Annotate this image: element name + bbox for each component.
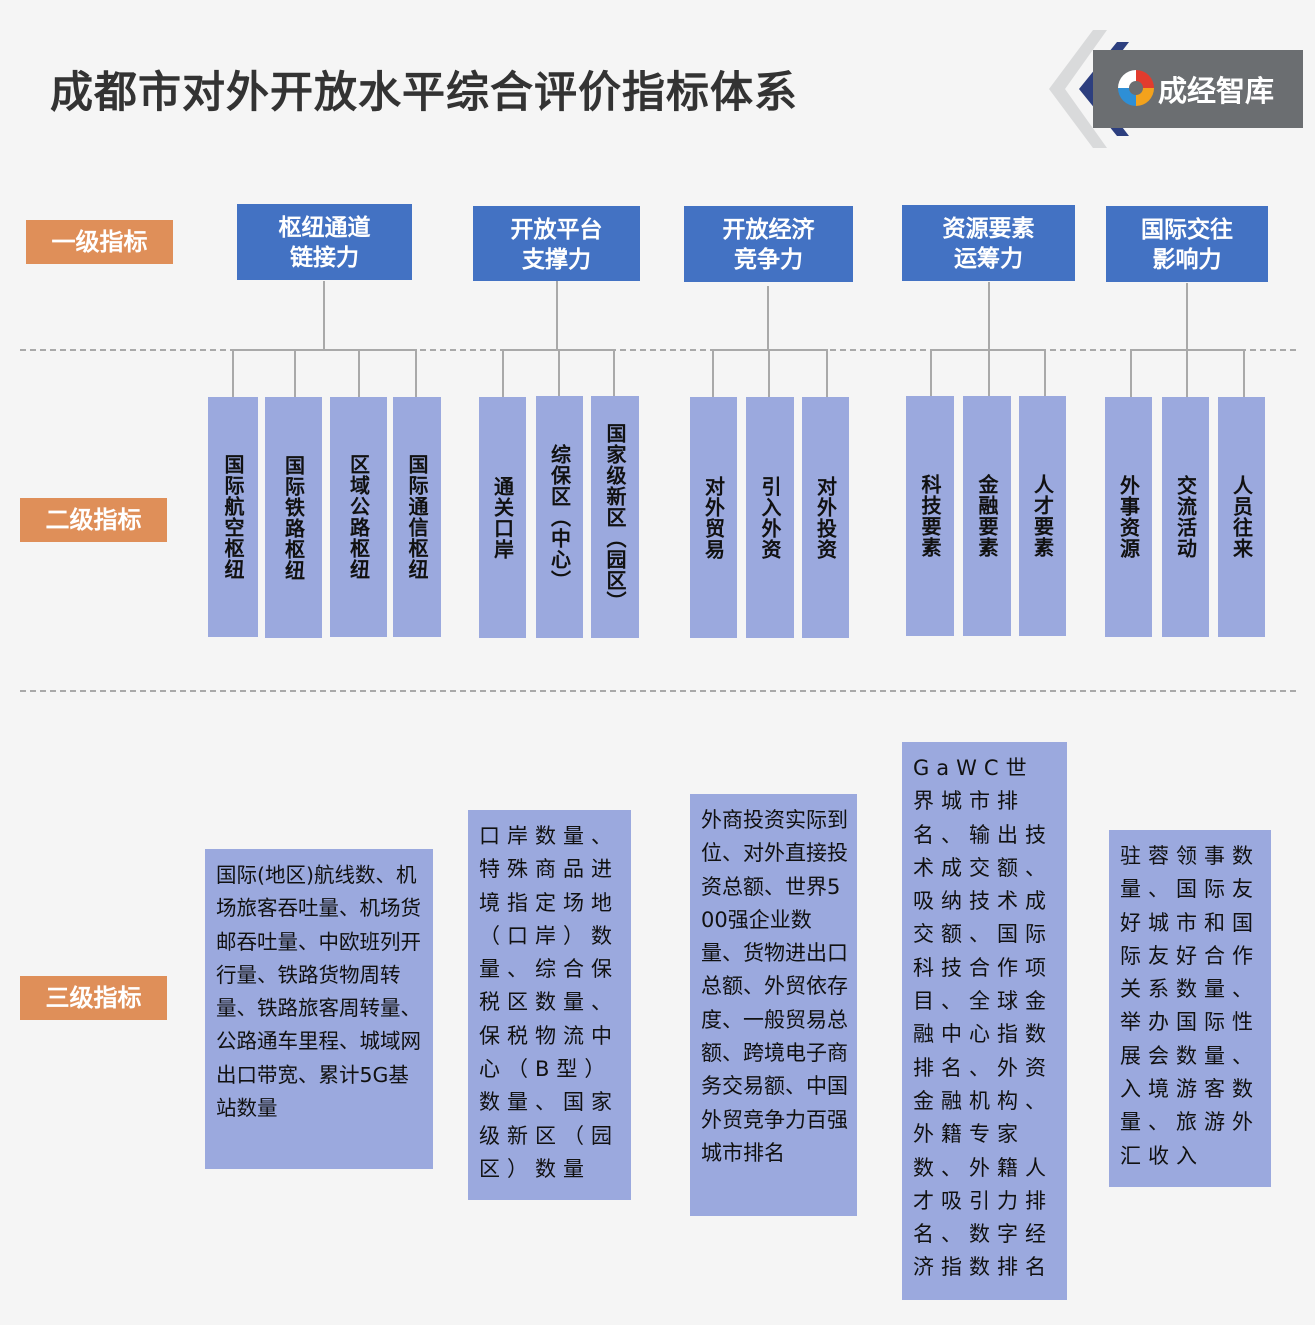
level2-label: 交流活动 — [1173, 475, 1198, 559]
level1-line1: 开放经济 — [722, 217, 815, 243]
level2-label: 国际航空枢纽 — [221, 454, 245, 580]
level2-label: 人员往来 — [1229, 475, 1254, 559]
level3-box-platform-support: 口岸数量、特殊商品进境指定场地（口岸）数量、综合保税区数量、保税物流中心（B型）… — [468, 810, 631, 1200]
logo-text: 成经智库 — [1158, 74, 1275, 108]
level1-box-resource-coordination: 资源要素 运筹力 — [902, 205, 1075, 281]
level1-line1: 枢纽通道 — [278, 215, 371, 241]
level2-box: 人员往来 — [1218, 397, 1265, 637]
level2-box: 对外投资 — [802, 397, 849, 638]
connector-line — [767, 286, 769, 350]
level2-box: 国家级新区（园区） — [591, 396, 639, 638]
level1-box-platform-support: 开放平台 支撑力 — [473, 206, 640, 281]
connector-line — [988, 282, 990, 350]
level2-label: 人才要素 — [1030, 474, 1055, 558]
level2-box: 通关口岸 — [479, 397, 526, 638]
level2-label: 国际通信枢纽 — [405, 454, 429, 580]
level-label-1: 一级指标 — [26, 220, 173, 264]
connector-line — [232, 349, 234, 397]
connector-line — [558, 349, 560, 397]
level2-box: 对外贸易 — [690, 397, 737, 638]
level1-line2: 支撑力 — [522, 246, 591, 273]
connector-line — [988, 349, 990, 397]
level1-line2: 竞争力 — [734, 247, 803, 273]
page-title: 成都市对外开放水平综合评价指标体系 — [50, 68, 798, 118]
logo-mark-icon — [1118, 70, 1154, 106]
level3-box-resource-coordination: GaWC世界城市排名、输出技术成交额、吸纳技术成交额、国际科技合作项目、全球金融… — [902, 742, 1067, 1300]
level2-label: 对外投资 — [813, 475, 838, 560]
level1-line1: 资源要素 — [942, 216, 1035, 242]
level1-line2: 影响力 — [1152, 247, 1222, 273]
level2-box: 人才要素 — [1019, 396, 1066, 636]
level1-box-economic-competitiveness: 开放经济 竞争力 — [684, 206, 853, 282]
level-label-3: 三级指标 — [20, 976, 167, 1020]
level2-label: 科技要素 — [918, 474, 942, 558]
level2-label: 国际铁路枢纽 — [281, 454, 306, 581]
connector-line — [712, 349, 828, 351]
level2-label: 国家级新区（园区） — [603, 422, 627, 612]
connector-line — [1243, 349, 1245, 397]
level1-line1: 开放平台 — [510, 216, 603, 243]
connector-line — [712, 349, 714, 397]
level2-label: 区域公路枢纽 — [346, 454, 371, 580]
level2-label: 对外贸易 — [701, 475, 726, 560]
level1-line2: 运筹力 — [954, 246, 1023, 272]
level2-label: 外事资源 — [1116, 475, 1141, 559]
connector-line — [415, 349, 417, 397]
separator-line-1 — [20, 349, 1296, 351]
level2-label: 金融要素 — [975, 474, 999, 558]
connector-line — [556, 281, 558, 350]
level3-box-hub-connectivity: 国际(地区)航线数、机场旅客吞吐量、机场货邮吞吐量、中欧班列开行量、铁路货物周转… — [205, 849, 433, 1169]
connector-line — [1130, 349, 1132, 397]
separator-line-2 — [20, 690, 1296, 692]
level1-box-international-influence: 国际交往 影响力 — [1106, 206, 1268, 282]
level2-box: 国际铁路枢纽 — [265, 397, 322, 638]
level2-box: 外事资源 — [1105, 397, 1152, 637]
level2-label: 通关口岸 — [490, 475, 515, 560]
level2-box: 国际通信枢纽 — [393, 397, 441, 637]
level1-box-hub-connectivity: 枢纽通道 链接力 — [237, 204, 412, 280]
level2-label: 综保区（中心） — [547, 443, 572, 591]
level3-box-economic-competitiveness: 外商投资实际到位、对外直接投资总额、世界500强企业数量、货物进出口总额、外贸依… — [690, 794, 857, 1216]
level2-box: 交流活动 — [1162, 397, 1209, 637]
level2-box: 金融要素 — [963, 396, 1011, 636]
level3-box-international-influence: 驻蓉领事数量、国际友好城市和国际友好合作关系数量、举办国际性展会数量、入境游客数… — [1109, 830, 1271, 1187]
level1-line1: 国际交往 — [1141, 217, 1233, 243]
connector-line — [1186, 283, 1188, 350]
connector-line — [294, 349, 296, 397]
connector-line — [613, 349, 615, 397]
connector-line — [826, 349, 828, 397]
connector-line — [232, 349, 417, 351]
level2-box: 国际航空枢纽 — [208, 397, 258, 637]
level-label-2: 二级指标 — [20, 498, 167, 542]
connector-line — [502, 349, 504, 397]
connector-line — [768, 349, 770, 397]
connector-line — [1044, 349, 1046, 397]
connector-line — [358, 349, 360, 397]
level2-box: 引入外资 — [746, 397, 794, 638]
level2-label: 引入外资 — [758, 475, 782, 560]
connector-line — [323, 281, 325, 350]
level2-box: 综保区（中心） — [536, 396, 583, 638]
connector-line — [930, 349, 932, 397]
level2-box: 科技要素 — [906, 396, 954, 636]
level1-line2: 链接力 — [290, 245, 359, 271]
level2-box: 区域公路枢纽 — [330, 397, 387, 637]
connector-line — [1186, 349, 1188, 397]
